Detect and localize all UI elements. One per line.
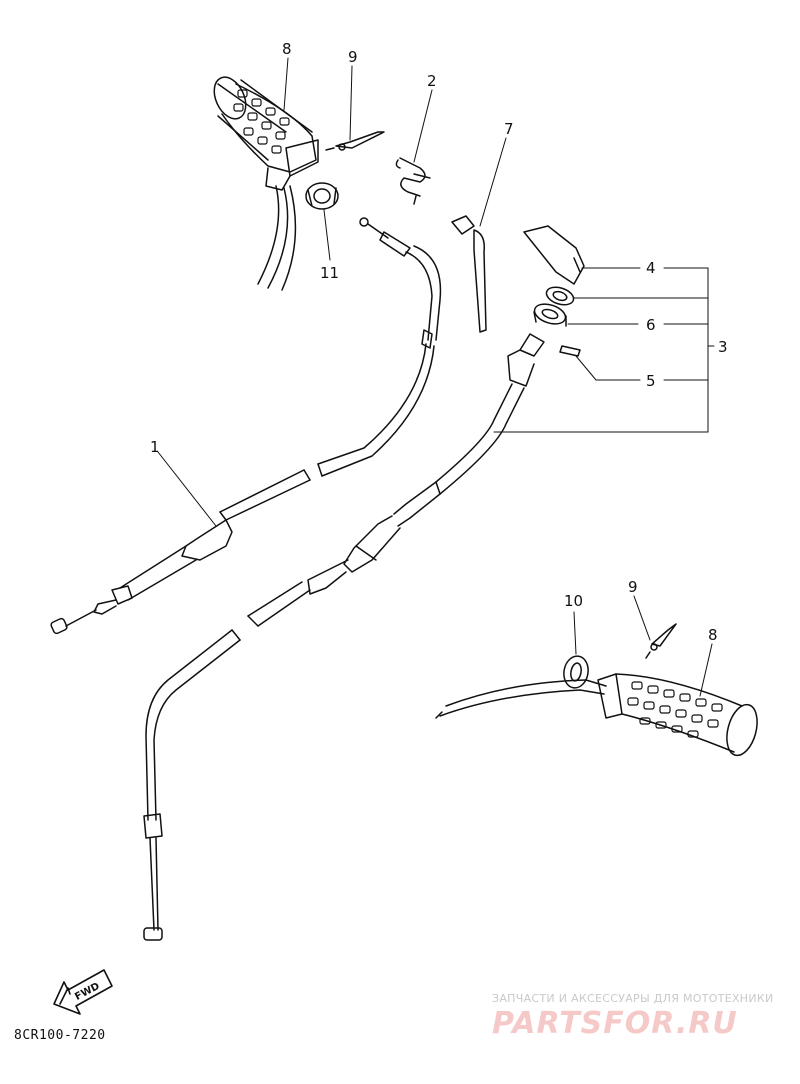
right-grip: [435, 673, 758, 757]
ring-a: [545, 286, 575, 306]
callout-2: 2: [427, 72, 437, 90]
callout-4: 4: [646, 259, 656, 277]
callout-5: 5: [646, 372, 656, 390]
left-grip: [213, 76, 319, 291]
part-7-boot: [451, 215, 487, 333]
watermark-caption: ЗАПЧАСТИ И АКСЕССУАРЫ ДЛЯ МОТОТЕХНИКИ: [492, 992, 774, 1005]
clip-spring: [395, 157, 431, 205]
cable-2: [143, 333, 545, 941]
screw-bottom: [645, 623, 677, 659]
callout-8-bottom: 8: [708, 626, 718, 644]
callout-7: 7: [504, 120, 514, 138]
ring-b: [533, 303, 567, 327]
callout-9-bottom: 9: [628, 578, 638, 596]
diagram-code: 8CR100-7220: [14, 1028, 106, 1043]
bracket-4: [523, 225, 585, 285]
collar-bottom: [563, 655, 589, 689]
callout-1: 1: [150, 438, 160, 456]
callout-11: 11: [320, 264, 339, 282]
collar-top: [305, 182, 339, 210]
callout-9-top: 9: [348, 48, 358, 66]
screw-top: [325, 131, 385, 151]
callout-8-top: 8: [282, 40, 292, 58]
callout-3: 3: [718, 338, 728, 356]
fwd-arrow-icon: [53, 969, 113, 1015]
leader-lines: [157, 57, 715, 697]
callout-6: 6: [646, 316, 656, 334]
watermark-logo[interactable]: PARTSFOR.RU: [492, 1006, 738, 1041]
callout-10: 10: [564, 592, 583, 610]
pin-5: [559, 345, 581, 357]
callout-labels: 8 9 2 7 11 4 6 3 5 1 10 9 8 FWD: [73, 40, 727, 1003]
cable-1: [50, 217, 442, 635]
